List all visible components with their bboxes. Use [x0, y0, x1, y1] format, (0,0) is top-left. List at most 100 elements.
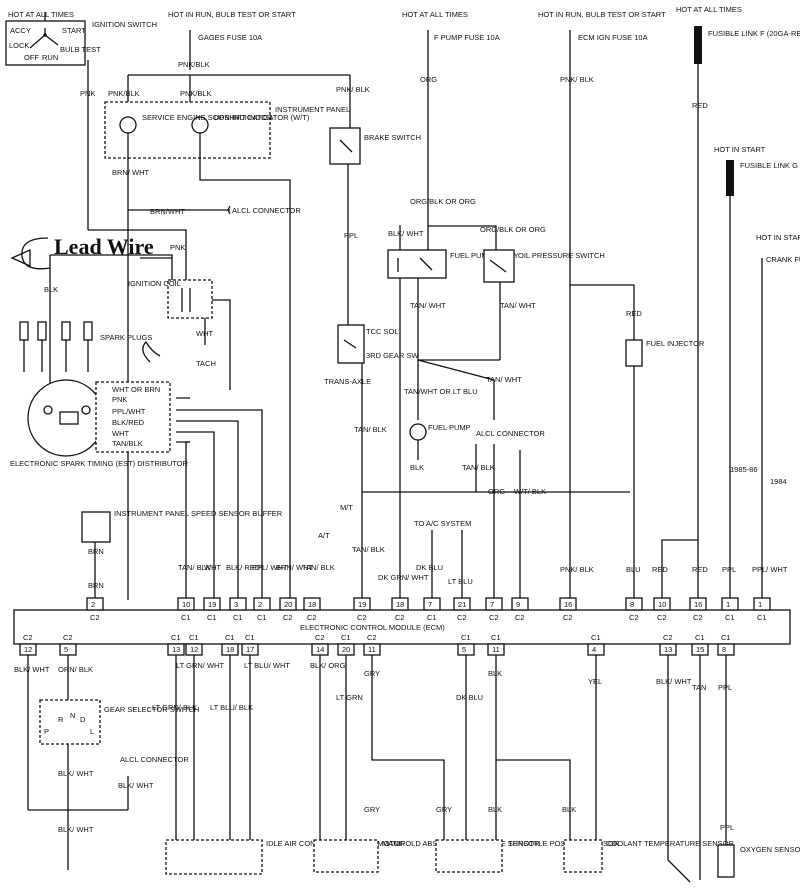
- wire-label-org-blk-2: ORG/BLK OR ORG: [480, 225, 546, 234]
- wire-label-gry-2: GRY: [364, 805, 380, 814]
- ecm-bottom-pin-conn: C1: [591, 633, 601, 642]
- fuel-pump-relay-box: [387, 249, 447, 279]
- ecm-top-pin-box: [177, 597, 195, 611]
- ecm-top-pin-conn: C1: [427, 613, 437, 622]
- wire-label-blk-wht-4: BLK/ WHT: [58, 769, 94, 778]
- ecm-top-pin-conn: C2: [395, 613, 405, 622]
- ecm-bottom-pin-conn: C1: [171, 633, 181, 642]
- ecm-top-pin-box: [753, 597, 771, 611]
- wire-red-branch: [661, 539, 698, 600]
- ecm-top-pin-num: 19: [208, 600, 216, 609]
- wire-label-brn-wht-alcl: BRN/WHT: [150, 207, 185, 216]
- label-alcl-2: ALCL CONNECTOR: [476, 429, 545, 438]
- wire-label-org: ORG: [420, 75, 437, 84]
- label-alcl-3: ALCL CONNECTOR: [120, 755, 189, 764]
- distributor-terminal-2: [81, 405, 91, 415]
- wire-tan-wht-split: [417, 359, 495, 420]
- ecm-top-pin-num: 3: [234, 600, 238, 609]
- wire-gear-selector: [27, 655, 69, 810]
- label-instrument-panel: INSTRUMENT PANEL: [275, 105, 350, 114]
- label-hot-in-start-2: HOT IN START: [756, 233, 800, 242]
- ecm-top-pin-box: [253, 597, 271, 611]
- wire-upshift-ecm: [199, 133, 291, 600]
- label-hot-run-bulb: HOT IN RUN, BULB TEST OR START: [168, 10, 296, 19]
- wire-label-pnk-ign: PNK: [80, 89, 95, 98]
- ecm-bottom-pin-conn: C1: [461, 633, 471, 642]
- label-fuel-pump: FUEL PUMP: [428, 423, 471, 432]
- ecm-bottom-pin-num: 13: [664, 645, 672, 654]
- label-spark-plugs: SPARK PLUGS: [100, 333, 152, 342]
- relay-contacts: [397, 257, 433, 272]
- wire-label-blk-wht-right: BLK/ WHT: [656, 677, 692, 686]
- wire-label-tan-wht-oil: TAN/ WHT: [500, 301, 536, 310]
- wire-label-tan-blk-dist: TAN/BLK: [112, 439, 143, 448]
- wire-label-pnk-coil: PNK: [170, 243, 185, 252]
- brake-switch-box: [329, 127, 361, 165]
- wire-label-ppl-4: PPL: [720, 823, 734, 832]
- sei-lamp-icon: [119, 116, 137, 134]
- wire-label-blk-lead: BLK: [44, 285, 58, 294]
- ecm-box: [13, 609, 791, 645]
- ecm-bottom-pin-num: 5: [64, 645, 68, 654]
- wire-label-red-link-f: RED: [692, 101, 708, 110]
- ecm-bottom-pin-num: 14: [316, 645, 324, 654]
- label-hot-all-times-left: HOT AT ALL TIMES: [8, 10, 74, 19]
- wire-label-blk-tps: BLK: [488, 669, 502, 678]
- wire-label-ppl-link-g: PPL: [722, 565, 736, 574]
- wire-ac: [431, 530, 463, 600]
- ecm-top-pin-conn: C2: [283, 613, 293, 622]
- wire-label-tan: TAN: [692, 683, 706, 692]
- label-tach: TACH: [196, 359, 216, 368]
- ecm-top-pin-box: [721, 597, 739, 611]
- wire-label-ppl: PPL: [344, 231, 358, 240]
- wire-label-blk-org: BLK/ ORG: [310, 661, 346, 670]
- ecm-bottom-pin-num: 8: [722, 645, 726, 654]
- label-1985-86: 1985-86: [730, 465, 758, 474]
- wire-label-orn-blk: ORN/ BLK: [58, 665, 93, 674]
- wire-label-org-blk: ORG/BLK OR ORG: [410, 197, 476, 206]
- ecm-bottom-pin-conn: C2: [63, 633, 73, 642]
- wire-label-wht-tach: WHT: [196, 329, 213, 338]
- wire-label-pnk-blk-upshift: PNK/BLK: [180, 89, 212, 98]
- label-off: OFF: [24, 53, 39, 62]
- label-fusible-link-g: FUSIBLE LINK G (20GA-BL/ST): [740, 161, 800, 170]
- wire-alcl-ecm: [475, 444, 521, 600]
- ecm-bottom-pin-num: 17: [246, 645, 254, 654]
- gear-d: D: [80, 715, 86, 724]
- wire-red-injector: [570, 284, 635, 600]
- ecm-top-pin-num: 7: [490, 600, 494, 609]
- wire-blk-wht-right: [667, 655, 691, 883]
- ecm-top-pin-conn: C1: [757, 613, 767, 622]
- ecm-bottom-pin-conn: C1: [189, 633, 199, 642]
- ecm-bottom-pin-conn: C1: [341, 633, 351, 642]
- handwritten-curl: [21, 237, 51, 270]
- label-mt: M/T: [340, 503, 353, 512]
- wire-label-red-injector: RED: [626, 309, 642, 318]
- coolant-sensor-box: [563, 839, 603, 873]
- ecm-top-pin-num: 7: [428, 600, 432, 609]
- ecm-top-pin-conn: C2: [693, 613, 703, 622]
- ecm-top-pin-box: [391, 597, 409, 611]
- ecm-top-pin-conn: C2: [657, 613, 667, 622]
- ecm-bottom-pin-num: 13: [172, 645, 180, 654]
- ecm-bottom-pin-conn: C2: [23, 633, 33, 642]
- alcl-plug-icon: [227, 205, 231, 215]
- ecm-top-pin-box: [511, 597, 529, 611]
- ecm-bottom-pin-num: 12: [190, 645, 198, 654]
- label-run: RUN: [42, 53, 58, 62]
- ecm-top-pin-conn: C2: [489, 613, 499, 622]
- wire-label-red-4: RED: [692, 565, 708, 574]
- ecm-top-pin-num: 1: [758, 600, 762, 609]
- wire-label-ecm-tan-blk: TAN/ BLK: [178, 563, 211, 572]
- ecm-top-pin-box: [279, 597, 297, 611]
- wire-label-gry-1: GRY: [364, 669, 380, 678]
- wire-label-org-ecm: ORG: [488, 487, 505, 496]
- ecm-bottom-pin-conn: C2: [315, 633, 325, 642]
- ecm-bottom-pin-conn: C1: [225, 633, 235, 642]
- ecm-top-pin-num: 9: [516, 600, 520, 609]
- label-service-engine: SERVICE ENGINE SOON INDICATOR: [142, 113, 273, 122]
- wire-label-tan-wht-relay: TAN/ WHT: [410, 301, 446, 310]
- ecm-top-pin-num: 21: [458, 600, 466, 609]
- wire-label-pnk-blk-top: PNK/BLK: [178, 60, 210, 69]
